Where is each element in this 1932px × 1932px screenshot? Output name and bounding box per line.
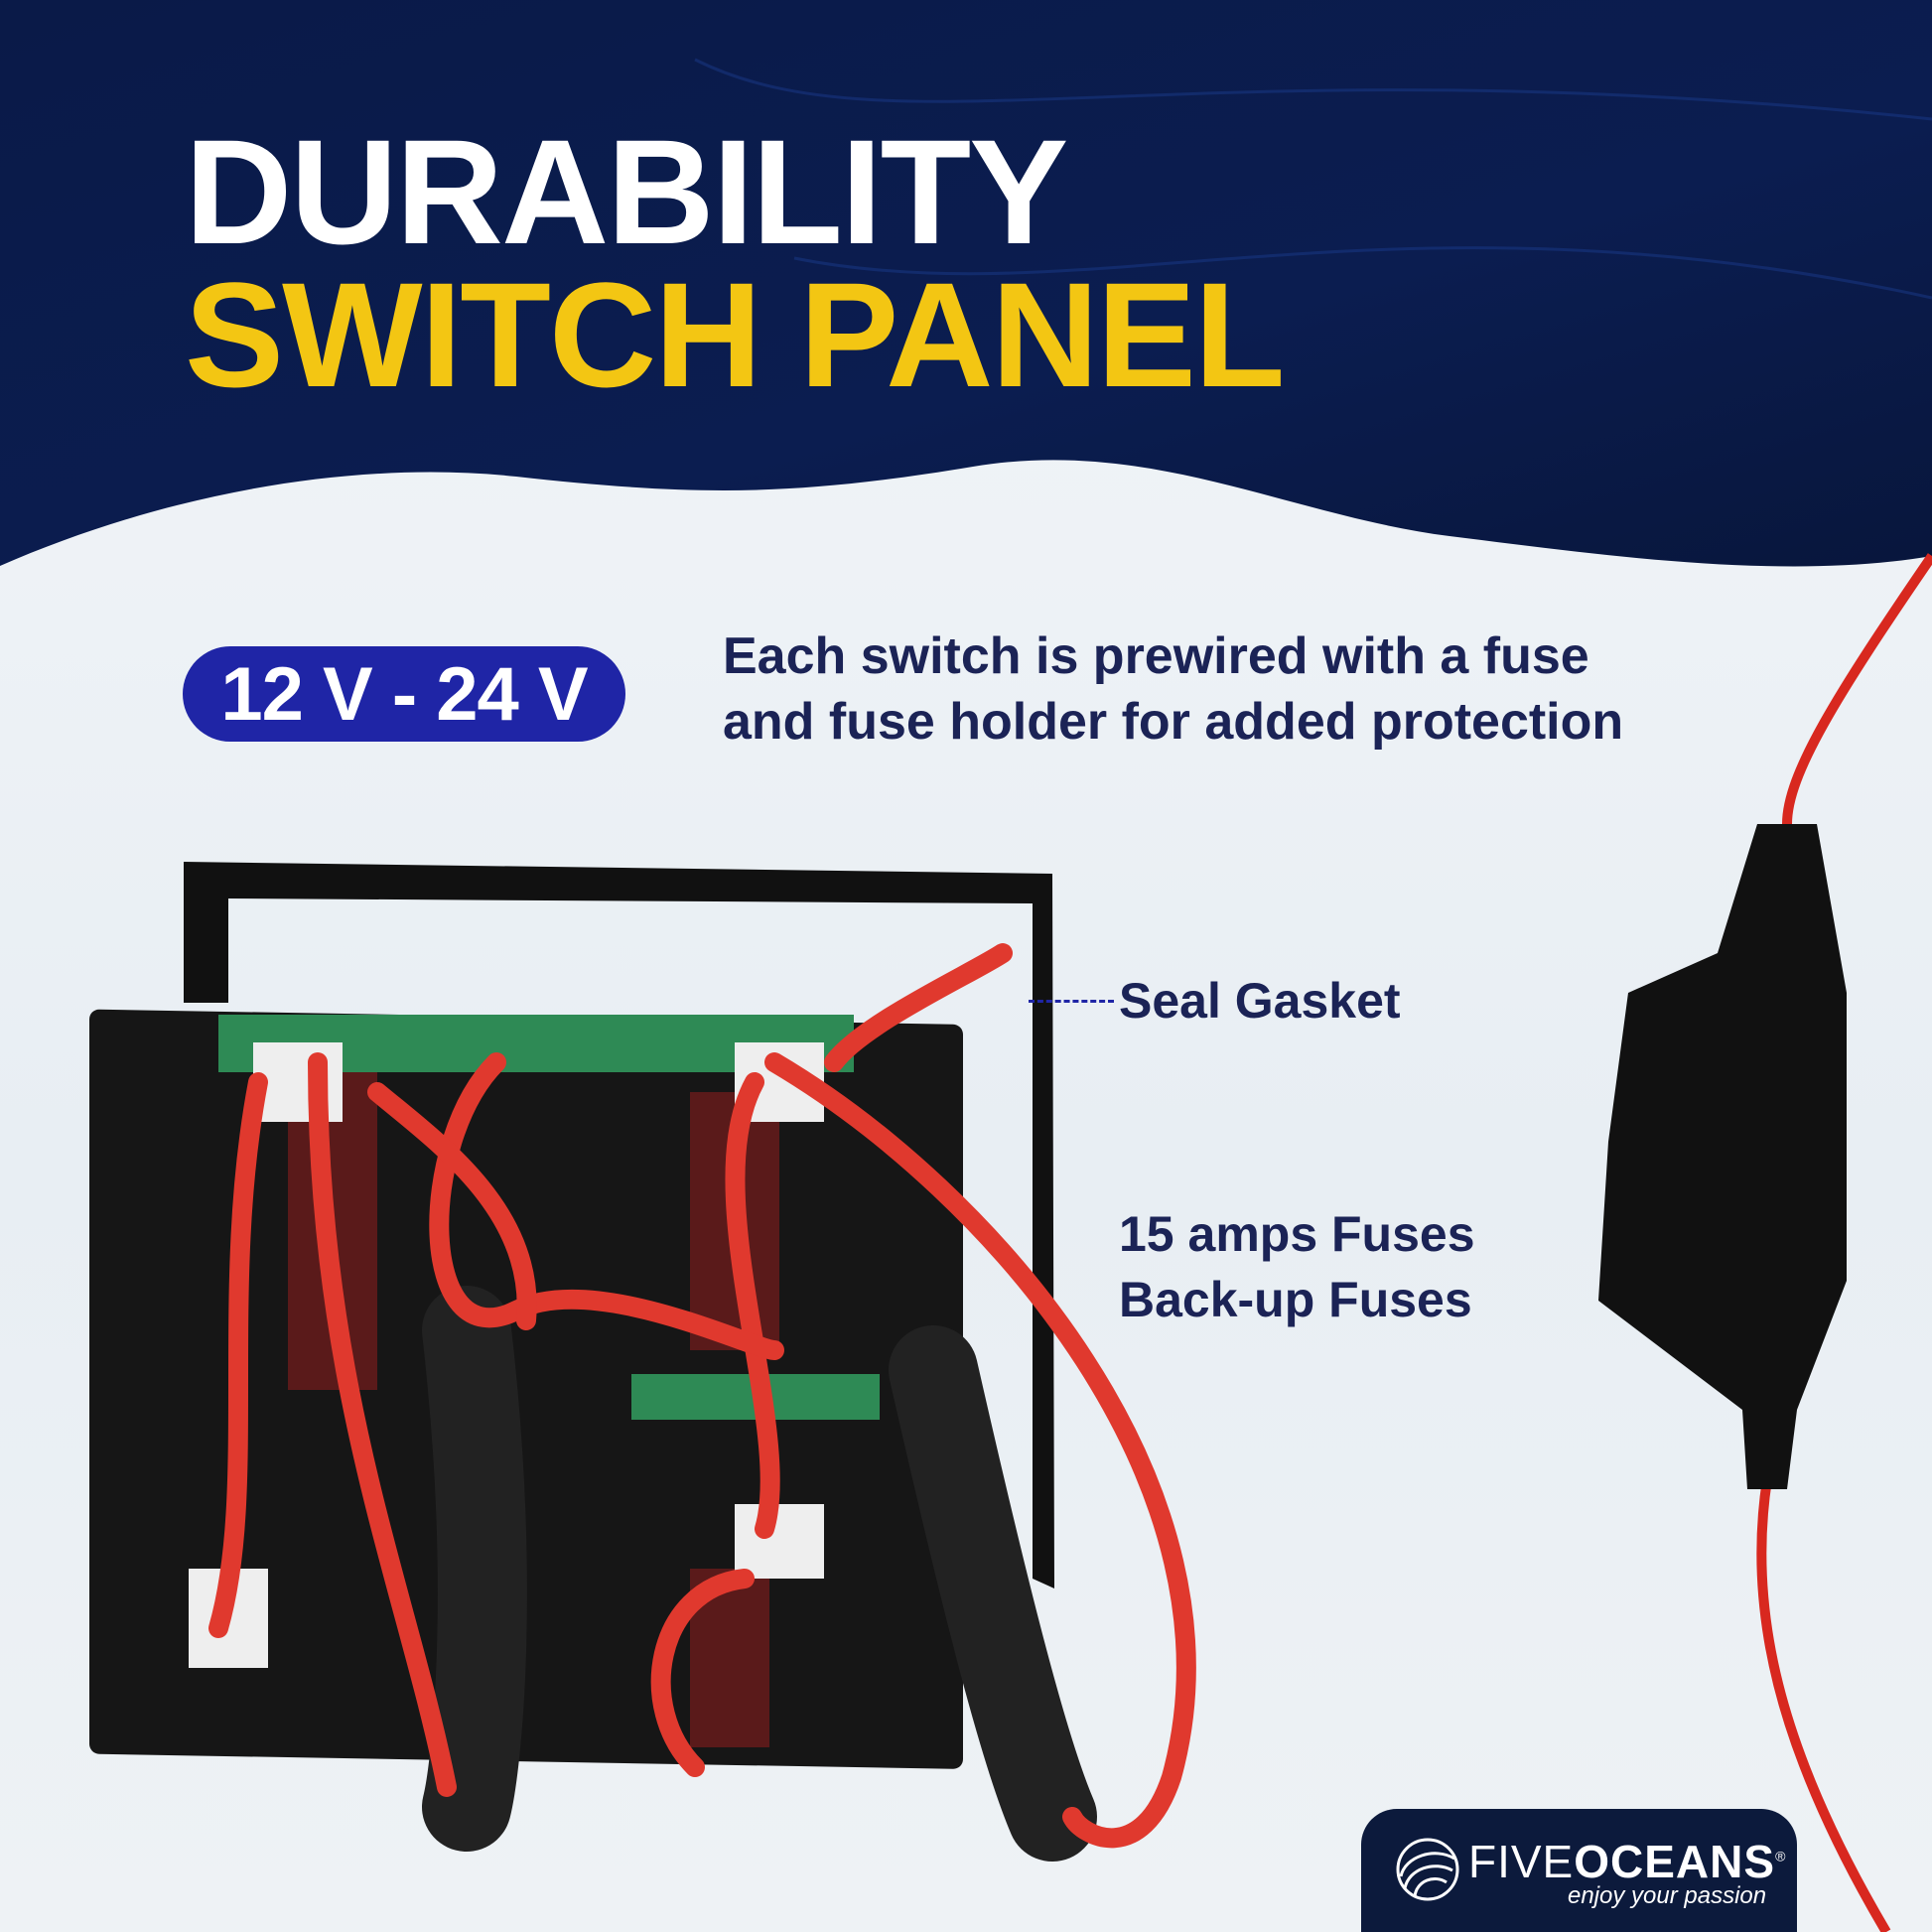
title-line-1: DURABILITY xyxy=(185,108,1068,275)
brand-name: FIVEOCEANS® xyxy=(1468,1835,1786,1888)
seal-gasket-label: Seal Gasket xyxy=(1119,973,1401,1029)
registered-mark: ® xyxy=(1775,1848,1787,1864)
header-wave xyxy=(0,0,1932,567)
fuses-line-1: 15 amps Fuses xyxy=(1119,1206,1475,1262)
description: Each switch is prewired with a fuse and … xyxy=(723,623,1623,755)
voltage-badge: 12 V - 24 V xyxy=(183,646,625,742)
seal-callout-line xyxy=(1029,1000,1114,1003)
fuses-label: 15 amps Fuses Back-up Fuses xyxy=(1119,1201,1475,1332)
brand-bold: OCEANS xyxy=(1574,1836,1776,1887)
tagline: enjoy your passion xyxy=(1568,1882,1767,1909)
switch-panel-photo xyxy=(89,553,1932,1932)
description-line-1: Each switch is prewired with a fuse xyxy=(723,627,1589,685)
fiveoceans-logo: FIVEOCEANS® enjoy your passion xyxy=(1361,1809,1797,1932)
brand-light: FIVE xyxy=(1468,1836,1575,1887)
fuses-line-2: Back-up Fuses xyxy=(1119,1272,1472,1327)
description-line-2: and fuse holder for added protection xyxy=(723,693,1624,751)
title-line-2: SWITCH PANEL xyxy=(185,251,1285,418)
wave-logo-icon xyxy=(1396,1838,1459,1901)
